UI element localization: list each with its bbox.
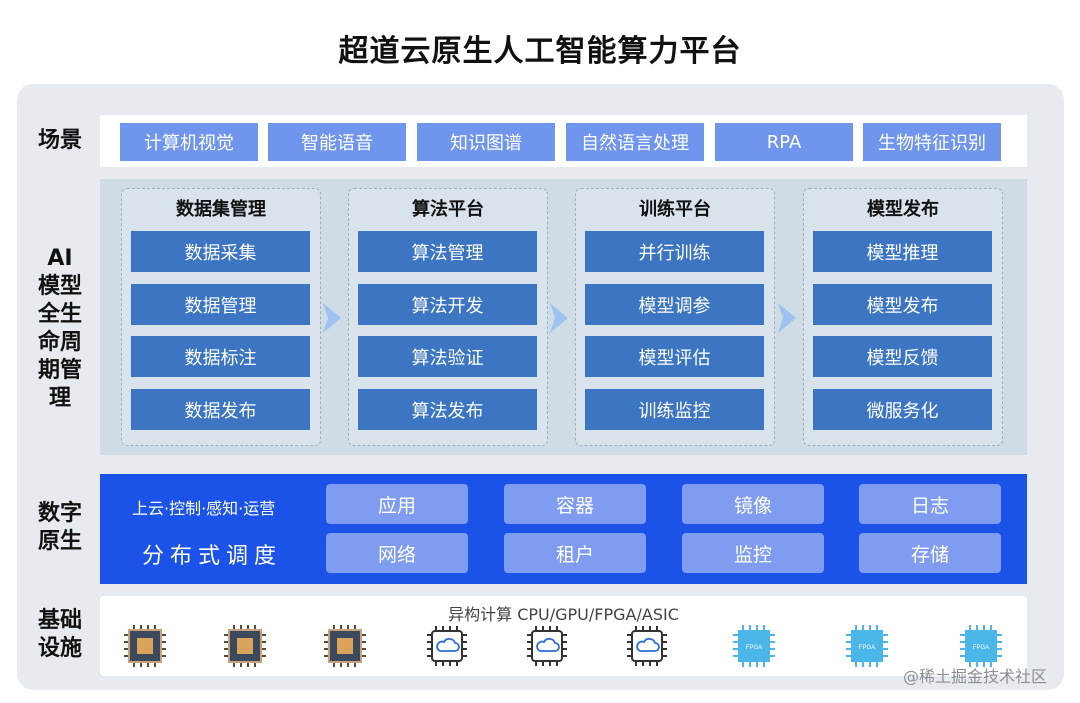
stage-item: 算法发布	[358, 389, 537, 430]
digital-button: 监控	[682, 533, 824, 573]
fpga-label: FPGA	[973, 645, 989, 651]
stage-item: 模型推理	[813, 231, 992, 272]
cloud-chip-icon	[427, 626, 467, 666]
row-label-infra: 基础 设施	[37, 608, 82, 661]
fpga-chip-icon: FPGA	[960, 625, 1002, 667]
digital-button: 租户	[504, 533, 646, 573]
digital-button: 容器	[504, 484, 646, 524]
stage-item: 模型发布	[813, 284, 992, 325]
scene-item: 计算机视觉	[120, 123, 258, 161]
watermark: @稀土掘金技术社区	[903, 667, 1048, 686]
scene-item: 知识图谱	[417, 123, 555, 161]
heterogeneous-compute-caption: 异构计算 CPU/GPU/FPGA/ASIC	[448, 605, 679, 624]
digital-capabilities-text: 上云·控制·感知·运营	[132, 499, 276, 518]
digital-button: 镜像	[682, 484, 824, 524]
fpga-chip-icon: FPGA	[846, 625, 888, 667]
lifecycle-stage: 模型发布模型推理模型发布模型反馈微服务化	[803, 188, 1003, 446]
distributed-scheduling-text: 分布式调度	[142, 544, 283, 569]
stage-item: 数据发布	[131, 389, 310, 430]
stage-item: 模型反馈	[813, 336, 992, 377]
stage-item: 训练监控	[585, 389, 764, 430]
digital-button: 日志	[859, 484, 1001, 524]
scene-item: 自然语言处理	[566, 123, 704, 161]
scene-item: 生物特征识别	[863, 123, 1001, 161]
cpu-chip-icon	[224, 625, 266, 667]
stage-item: 算法验证	[358, 336, 537, 377]
fpga-label: FPGA	[746, 645, 762, 651]
row-label-ai: AI 模型 全生 命周 期管 理	[37, 246, 82, 411]
stage-item: 数据采集	[131, 231, 310, 272]
stage-title: 数据集管理	[176, 199, 266, 220]
lifecycle-stage: 训练平台并行训练模型调参模型评估训练监控	[575, 188, 775, 446]
stage-item: 并行训练	[585, 231, 764, 272]
fpga-label: FPGA	[859, 645, 875, 651]
digital-button: 网络	[326, 533, 468, 573]
chevron-right-icon	[778, 303, 796, 333]
stage-title: 算法平台	[412, 199, 484, 220]
fpga-chip-icon: FPGA	[733, 625, 775, 667]
cpu-chip-icon	[324, 625, 366, 667]
cloud-chip-icon	[627, 626, 667, 666]
stage-item: 数据标注	[131, 336, 310, 377]
stage-item: 数据管理	[131, 284, 310, 325]
diagram-title: 超道云原生人工智能算力平台	[338, 34, 742, 69]
stage-item: 微服务化	[813, 389, 992, 430]
row-label-digital: 数字 原生	[37, 501, 82, 554]
cpu-chip-icon	[124, 625, 166, 667]
stage-item: 算法管理	[358, 231, 537, 272]
stage-title: 训练平台	[639, 199, 711, 220]
stage-item: 模型调参	[585, 284, 764, 325]
stage-item: 模型评估	[585, 336, 764, 377]
chevron-right-icon	[550, 303, 568, 333]
stage-item: 算法开发	[358, 284, 537, 325]
digital-button: 存储	[859, 533, 1001, 573]
lifecycle-stage: 算法平台算法管理算法开发算法验证算法发布	[348, 188, 548, 446]
cloud-chip-icon	[527, 626, 567, 666]
stage-title: 模型发布	[867, 199, 939, 220]
scene-item: 智能语音	[268, 123, 406, 161]
row-label-scene: 场景	[37, 128, 82, 153]
digital-button: 应用	[326, 484, 468, 524]
lifecycle-stage: 数据集管理数据采集数据管理数据标注数据发布	[121, 188, 321, 446]
chevron-right-icon	[323, 303, 341, 333]
scene-item: RPA	[715, 123, 853, 161]
